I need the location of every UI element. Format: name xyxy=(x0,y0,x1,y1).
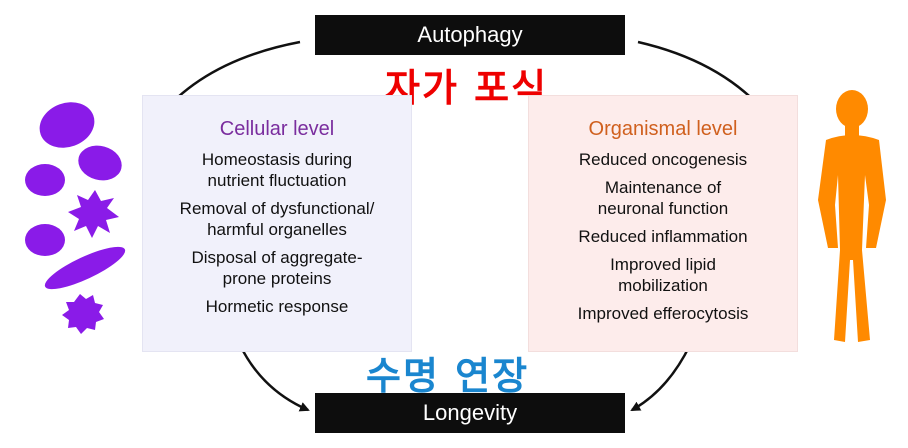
cellular-item: Disposal of aggregate-prone proteins xyxy=(143,247,411,289)
autophagy-label: Autophagy xyxy=(315,15,625,55)
cellular-item: Removal of dysfunctional/harmful organel… xyxy=(143,198,411,240)
right-bottom-arrow xyxy=(632,345,690,410)
korean-longevity-annotation: 수명 연장 xyxy=(366,345,529,400)
left-bottom-arrow xyxy=(240,345,308,410)
organismal-item: Reduced oncogenesis xyxy=(529,149,797,170)
organismal-level-title: Organismal level xyxy=(529,118,797,141)
organismal-item: Improved efferocytosis xyxy=(529,303,797,324)
organismal-item: Reduced inflammation xyxy=(529,226,797,247)
cellular-item: Hormetic response xyxy=(143,296,411,317)
cellular-level-title: Cellular level xyxy=(143,118,411,141)
longevity-label: Longevity xyxy=(315,393,625,433)
human-figure-icon xyxy=(818,90,886,342)
cells-icon xyxy=(25,95,130,334)
